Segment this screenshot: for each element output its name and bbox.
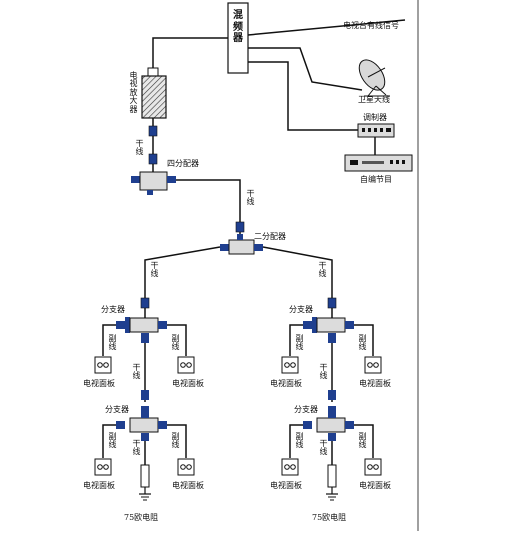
trunk-four-way-to-two-way — [176, 179, 245, 245]
branch-label-l2-left: 副线 — [108, 432, 117, 450]
terminator-label-right: 75欧电阻 — [312, 513, 347, 522]
tv-panel-label: 电视面板 — [359, 379, 391, 388]
branch-label-l1-right: 副线 — [171, 334, 180, 352]
amplifier-device — [141, 67, 167, 119]
receiver-box-icon — [344, 154, 413, 172]
tv-panel-label: 电视面板 — [172, 481, 204, 490]
trunk-label-left-bottom: 干线 — [132, 439, 141, 457]
left-tap-2 — [102, 406, 187, 465]
trunk-label-mid: 干线 — [246, 189, 255, 207]
trunk-label-right-mid: 干线 — [319, 363, 328, 381]
tv-panel-label: 电视面板 — [359, 481, 391, 490]
tv-panel-label: 电视面板 — [270, 481, 302, 490]
branch-label-r2-right: 副线 — [358, 432, 367, 450]
tv-outlet-icon — [281, 458, 299, 476]
self-program-label: 自编节目 — [360, 175, 392, 184]
tv-outlet-icon — [94, 458, 112, 476]
trunk-label-left: 干线 — [150, 261, 159, 279]
tap-label-right-1: 分支器 — [289, 305, 313, 314]
tv-panel-label: 电视面板 — [83, 481, 115, 490]
right-tap-1 — [289, 317, 374, 402]
left-tap-1 — [102, 317, 187, 402]
trunk-label-amp: 干线 — [135, 139, 144, 157]
tv-outlet-icon — [177, 356, 195, 374]
cable-signal-label: 电视台有线信号 — [343, 21, 399, 30]
amplifier-label: 电视放大器 — [129, 71, 138, 114]
tv-outlet-icon — [364, 356, 382, 374]
tap-label-left-1: 分支器 — [101, 305, 125, 314]
modulator-device — [357, 123, 395, 138]
satellite-dish-icon — [358, 59, 390, 97]
mixer-label: 混频器 — [233, 10, 243, 44]
four-way-splitter-device — [131, 171, 176, 195]
four-way-splitter-label: 四分配器 — [167, 159, 199, 168]
trunk-label-left-mid: 干线 — [132, 363, 141, 381]
modulator-label: 调制器 — [363, 113, 387, 122]
terminator-label-left: 75欧电阻 — [124, 513, 159, 522]
branch-label-r1-left: 副线 — [295, 334, 304, 352]
ground-icon — [139, 493, 151, 501]
ground-icon — [326, 493, 338, 501]
branch-label-r2-left: 副线 — [295, 432, 304, 450]
trunk-line-amplifier-to-four-way — [148, 118, 158, 175]
resistor-icon — [140, 464, 150, 494]
trunk-two-way-branches — [140, 246, 337, 322]
two-way-splitter-label: 二分配器 — [254, 232, 286, 241]
satellite-label: 卫星天线 — [358, 95, 390, 104]
trunk-label-right-bottom: 干线 — [319, 439, 328, 457]
resistor-icon — [327, 464, 337, 494]
tv-panel-label: 电视面板 — [172, 379, 204, 388]
tap-label-left-2: 分支器 — [105, 405, 129, 414]
tv-outlet-icon — [177, 458, 195, 476]
branch-label-r1-right: 副线 — [358, 334, 367, 352]
two-way-splitter-device — [220, 234, 263, 255]
right-tap-2 — [289, 406, 374, 465]
tv-outlet-icon — [281, 356, 299, 374]
tv-panel-label: 电视面板 — [270, 379, 302, 388]
head-end-cables — [152, 19, 406, 155]
branch-label-l2-right: 副线 — [171, 432, 180, 450]
tv-outlet-icon — [94, 356, 112, 374]
tap-label-right-2: 分支器 — [294, 405, 318, 414]
tv-outlet-icon — [364, 458, 382, 476]
branch-label-l1-left: 副线 — [108, 334, 117, 352]
tv-panel-label: 电视面板 — [83, 379, 115, 388]
trunk-label-right: 干线 — [318, 261, 327, 279]
